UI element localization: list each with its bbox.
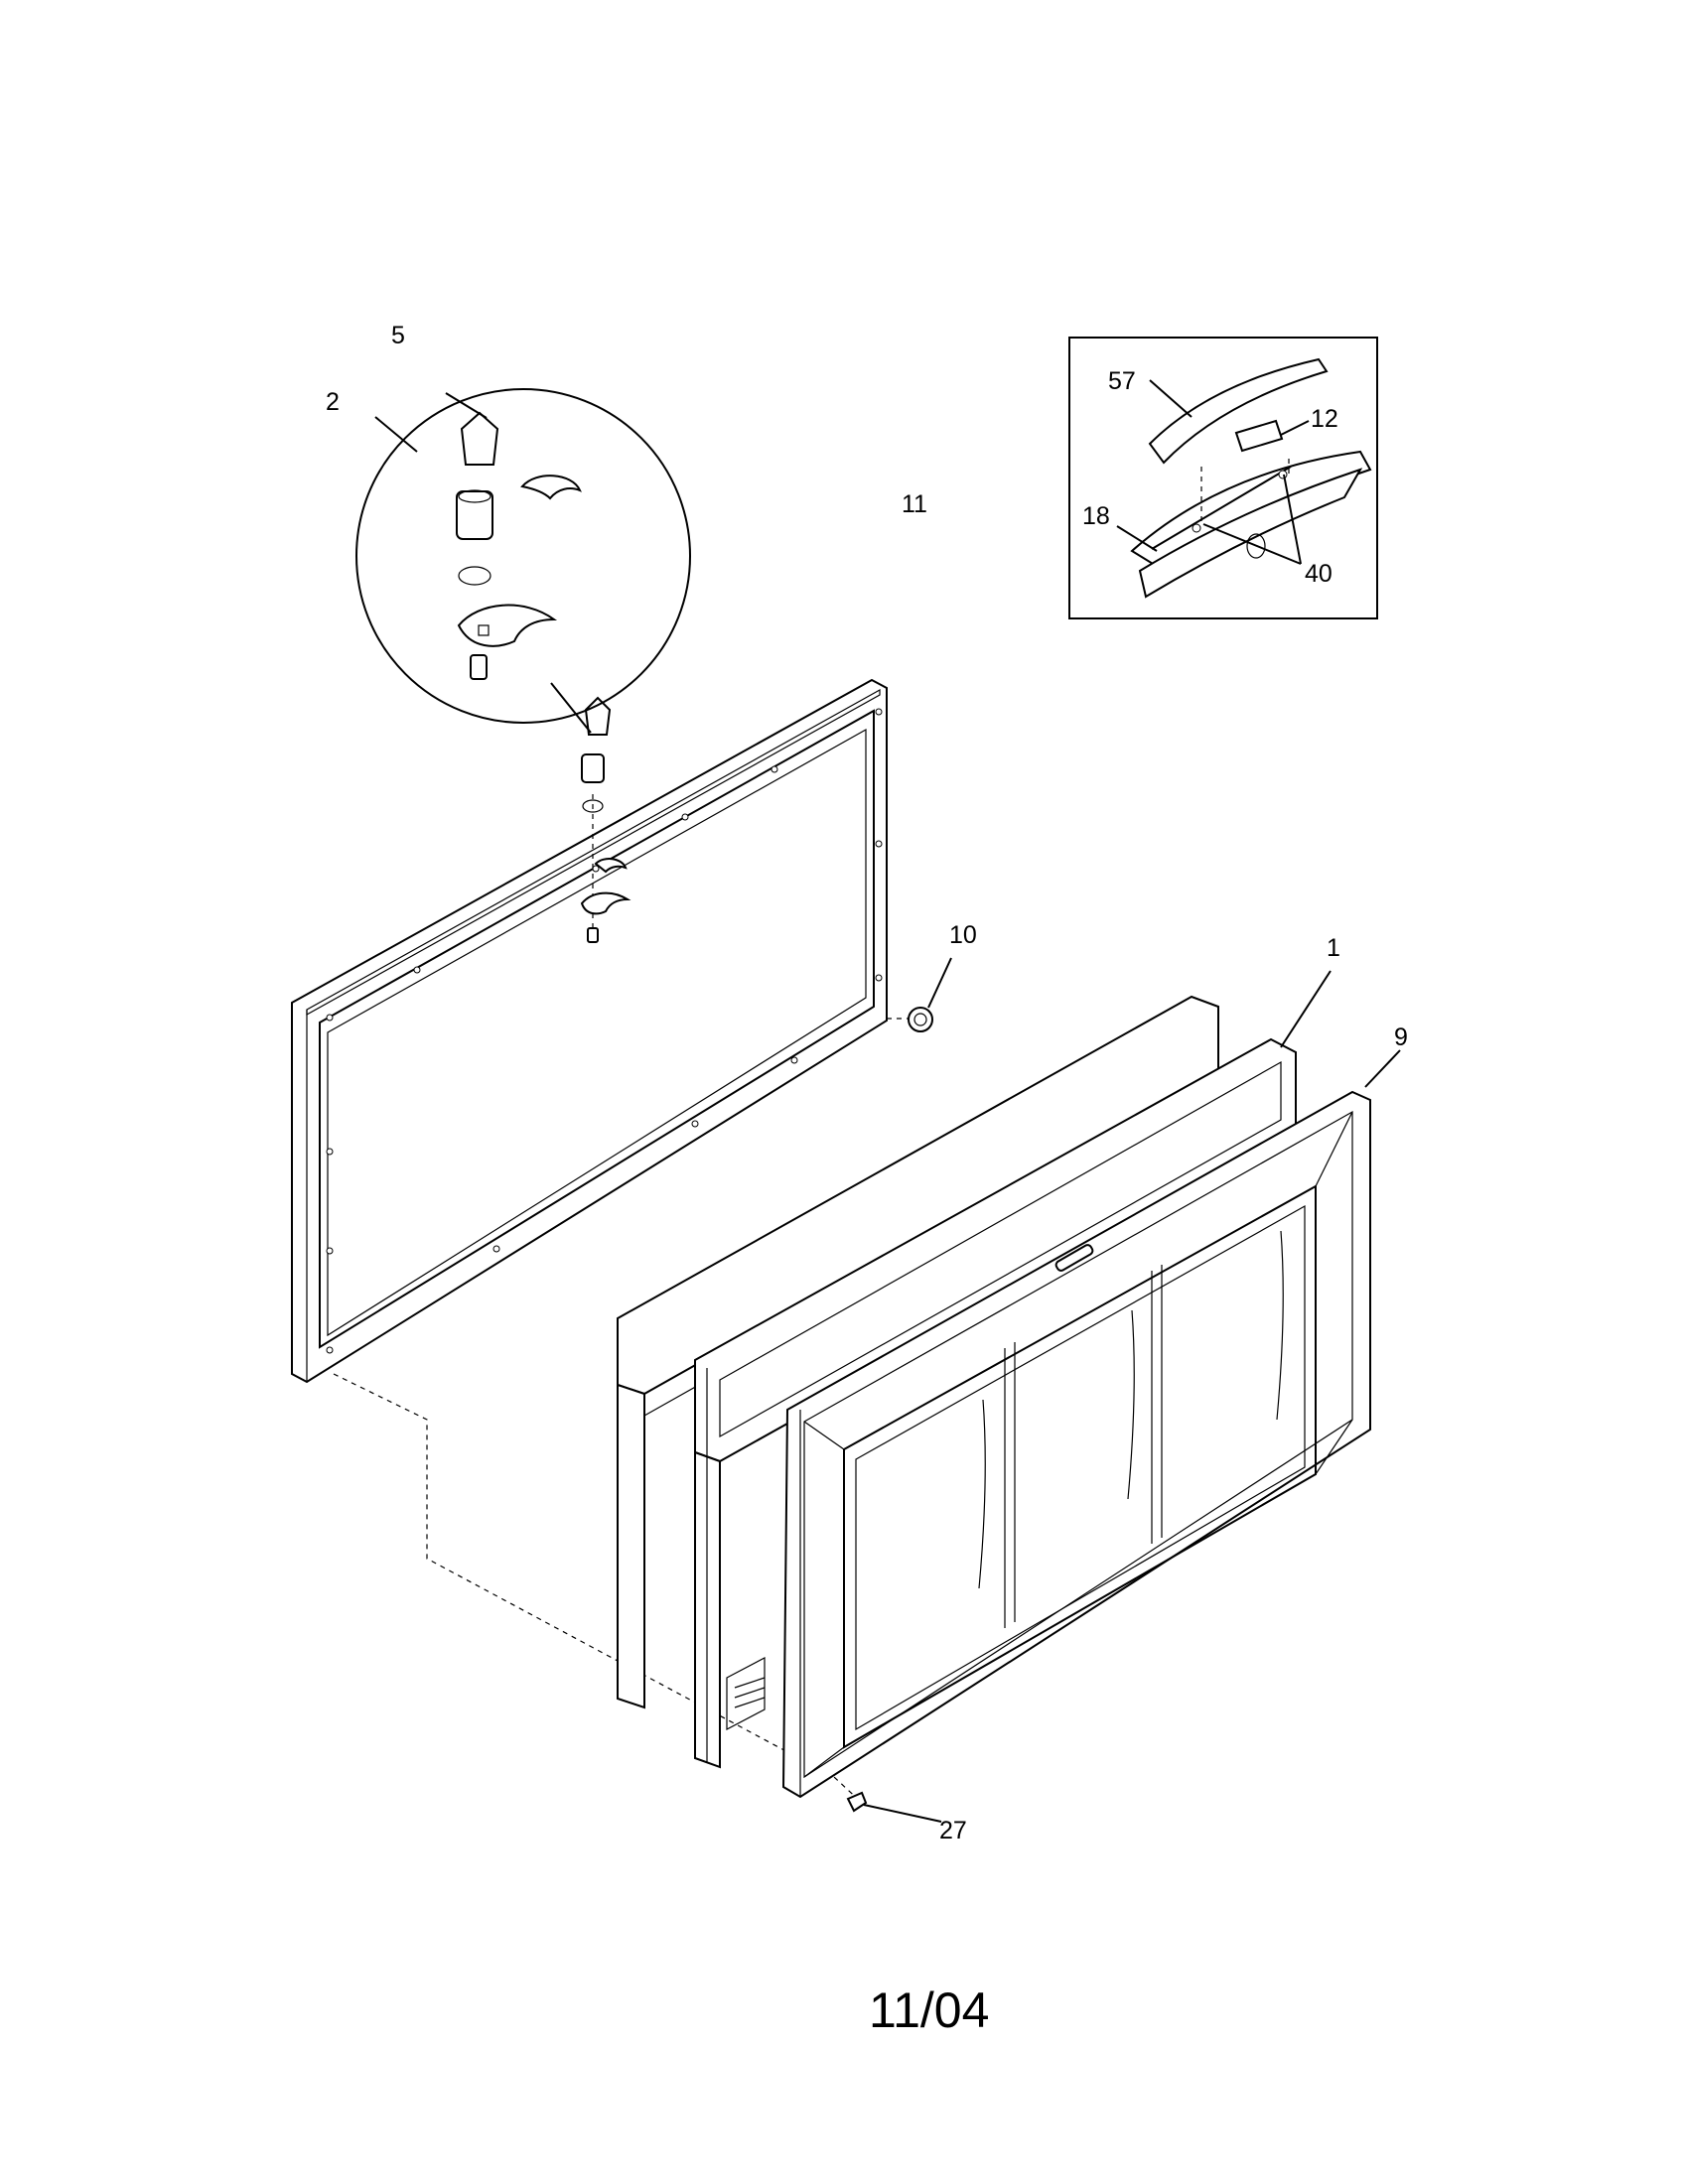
screw-part-27	[846, 1791, 942, 1823]
callout-2: 2	[326, 388, 340, 416]
callout-12: 12	[1311, 405, 1338, 433]
lid-frame	[291, 678, 888, 1384]
assembly-dash-line	[333, 1373, 865, 1806]
callout-57: 57	[1108, 367, 1136, 395]
plug-part-10	[908, 957, 952, 1032]
callout-9: 9	[1394, 1024, 1408, 1051]
outer-lid-panel	[781, 1049, 1401, 1799]
lock-detail-callout	[355, 388, 691, 734]
lock-assembly	[580, 696, 632, 943]
handle-detail-inset	[1068, 337, 1378, 619]
gasket	[694, 970, 1332, 1769]
footer-date: 11/04	[869, 1982, 989, 2038]
callout-40: 40	[1305, 560, 1333, 588]
callout-18: 18	[1082, 502, 1110, 530]
callout-11: 11	[902, 490, 927, 518]
callout-10: 10	[949, 921, 977, 949]
callout-27: 27	[939, 1817, 967, 1844]
callout-5: 5	[391, 322, 405, 349]
callout-1: 1	[1327, 934, 1340, 962]
